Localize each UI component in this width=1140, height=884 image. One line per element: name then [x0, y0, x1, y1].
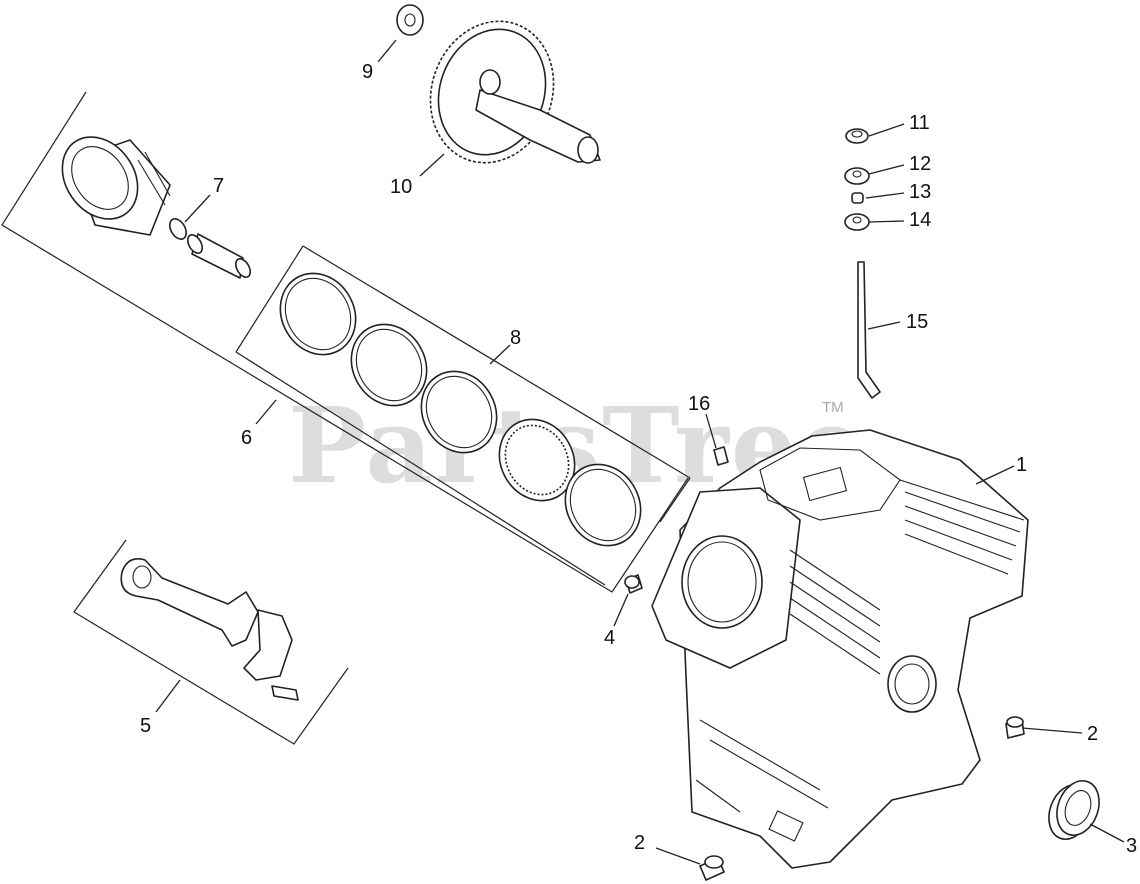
- camshaft-gear-part[interactable]: [411, 4, 601, 180]
- callout-14: 14: [909, 209, 931, 231]
- crankcase-part[interactable]: [651, 429, 1029, 869]
- plug-part[interactable]: [713, 446, 729, 466]
- callout-6: 6: [241, 427, 252, 449]
- grommet-lower-part[interactable]: [844, 213, 870, 231]
- callout-2-right: 2: [1087, 723, 1098, 745]
- callout-8: 8: [510, 327, 521, 349]
- callout-5: 5: [140, 715, 151, 737]
- callout-10: 10: [390, 176, 412, 198]
- drain-plug-bottom-part[interactable]: [699, 855, 725, 881]
- nut-part[interactable]: [845, 128, 869, 144]
- callout-2-bottom: 2: [634, 832, 645, 854]
- callout-4: 4: [604, 627, 615, 649]
- piston-ring-set-group-box: [235, 245, 691, 586]
- breather-tube-part[interactable]: [857, 261, 881, 399]
- callout-16: 16: [688, 393, 710, 415]
- callout-7: 7: [213, 175, 224, 197]
- oil-seal-part[interactable]: [1042, 775, 1107, 845]
- connecting-rod-group-box: [73, 539, 349, 745]
- drain-plug-right-part[interactable]: [1005, 716, 1025, 739]
- leader-lines: [155, 39, 1125, 865]
- callout-15: 15: [906, 311, 928, 333]
- retaining-ring-part[interactable]: [166, 216, 189, 242]
- callout-1: 1: [1016, 454, 1027, 476]
- piston-part[interactable]: [47, 122, 171, 236]
- piston-assembly-group-box: [1, 91, 689, 593]
- washer-part[interactable]: [396, 4, 424, 36]
- callout-3: 3: [1126, 835, 1137, 857]
- callout-11: 11: [909, 112, 930, 134]
- callout-12: 12: [909, 153, 931, 175]
- spacer-part[interactable]: [851, 192, 864, 204]
- callout-labels: 1 2 2 3 4 5 6 7 8 9 10 11 12 13 14 15 16: [140, 61, 1137, 857]
- callout-9: 9: [362, 61, 373, 83]
- grommet-upper-part[interactable]: [844, 167, 870, 185]
- callout-13: 13: [909, 181, 931, 203]
- dowel-pin-part[interactable]: [624, 574, 643, 594]
- piston-rings-part[interactable]: [266, 260, 655, 560]
- watermark-trademark: TM: [822, 399, 844, 416]
- piston-pin-part[interactable]: [185, 232, 253, 279]
- connecting-rod-part[interactable]: [120, 558, 299, 701]
